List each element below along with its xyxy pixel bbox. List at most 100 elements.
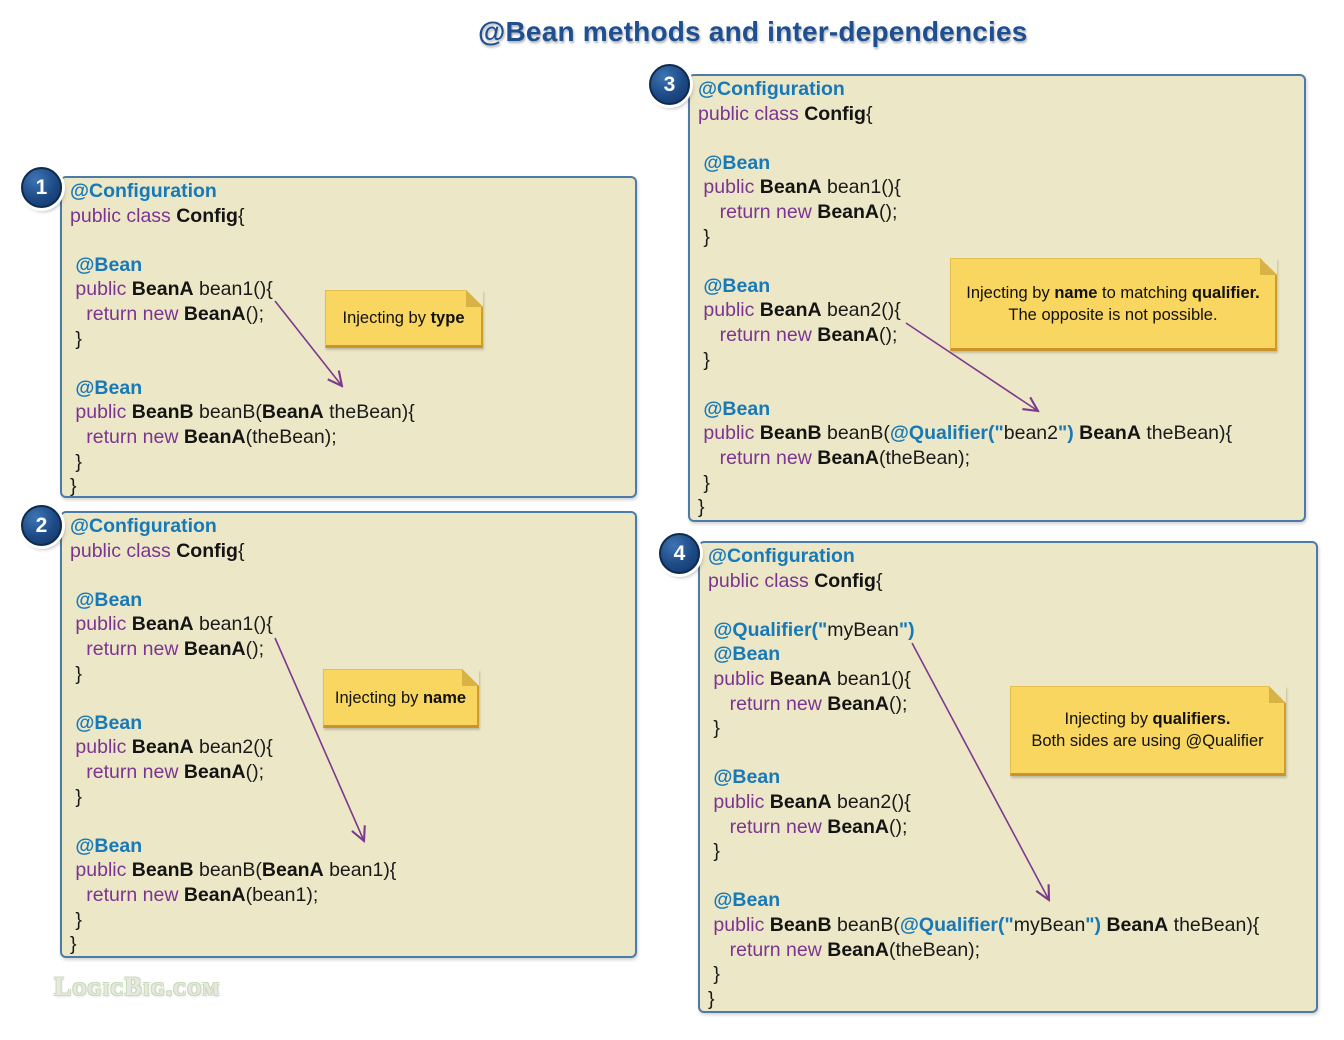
code-line: @Bean xyxy=(708,765,1308,790)
code-line: return new BeanA(); xyxy=(70,302,627,327)
token-nb: type xyxy=(430,309,465,327)
code-line: } xyxy=(70,327,627,352)
token-kw: public xyxy=(75,859,132,882)
token-pl: } xyxy=(70,785,82,808)
token-ann: @Configuration xyxy=(70,515,217,537)
token-nb: qualifier. xyxy=(1191,283,1260,302)
code-line: public BeanB beanB(@Qualifier("bean2") B… xyxy=(698,421,1296,446)
token-ann: @Bean xyxy=(75,253,143,276)
code-line: return new BeanA(bean1); xyxy=(70,883,627,908)
code-line: public class Config{ xyxy=(70,204,627,229)
token-ann: @Qualifier(" xyxy=(889,422,1004,445)
token-b: BeanA xyxy=(261,859,324,882)
code-line: public BeanA bean1(){ xyxy=(70,612,627,637)
code-line: @Bean xyxy=(70,834,627,859)
code-line: return new BeanA(); xyxy=(698,323,1296,348)
code-line: } xyxy=(698,225,1296,250)
token-pl: (); xyxy=(245,302,265,325)
token-b: BeanB xyxy=(769,913,832,936)
token-kw: return new xyxy=(719,323,818,346)
code-line: @Bean xyxy=(70,253,627,278)
token-b: BeanA xyxy=(817,323,880,346)
token-pl: beanB( xyxy=(193,401,262,424)
token-pl: theBean){ xyxy=(1140,422,1233,445)
token-pl: } xyxy=(698,496,705,519)
token-pl: myBean xyxy=(1013,913,1086,936)
token-b: BeanA xyxy=(1106,913,1169,936)
code-line: public BeanA bean2(){ xyxy=(708,790,1308,815)
code-line: @Bean xyxy=(698,397,1296,422)
code-line: @Configuration xyxy=(698,77,1296,102)
code-line: } xyxy=(70,932,627,957)
token-b: BeanA xyxy=(183,302,246,325)
code-line: return new BeanA(); xyxy=(70,637,627,662)
token-pl xyxy=(70,426,86,448)
token-ann: @Bean xyxy=(713,766,781,789)
token-ann: @Bean xyxy=(703,151,771,174)
code-line: } xyxy=(698,471,1296,496)
token-kw: public class xyxy=(698,102,805,125)
code-line: public BeanA bean1(){ xyxy=(698,175,1296,200)
token-pl: } xyxy=(708,987,715,1010)
code-line: } xyxy=(70,908,627,933)
token-kw: public xyxy=(75,613,132,636)
code-line xyxy=(70,228,627,253)
panel-number-badge-2: 2 xyxy=(21,505,62,546)
token-pl: { xyxy=(237,539,245,562)
token-nb: qualifiers. xyxy=(1152,710,1231,728)
token-ann: ") xyxy=(1057,422,1074,445)
token-b: BeanA xyxy=(183,883,246,906)
token-nb: name xyxy=(1054,283,1098,302)
token-b: Config xyxy=(814,569,876,592)
token-pl: bean2(){ xyxy=(831,790,911,813)
token-kw: return new xyxy=(86,637,184,660)
code-line: public BeanA bean2(){ xyxy=(698,298,1296,323)
code-line: } xyxy=(708,839,1308,864)
sticky-note-name-to-qualifier: Injecting by name to matching qualifier.… xyxy=(950,258,1277,351)
token-b: BeanA xyxy=(769,667,832,690)
token-b: BeanA xyxy=(131,278,194,301)
sticky-note-text: Injecting by name to matching qualifier.… xyxy=(951,282,1275,326)
code-line: } xyxy=(70,450,627,475)
token-pl: } xyxy=(70,327,82,350)
token-kw: public xyxy=(713,667,770,690)
code-line: public BeanA bean1(){ xyxy=(70,277,627,302)
token-kw: return new xyxy=(729,815,828,838)
note-line: Both sides are using @Qualifier xyxy=(1011,730,1284,752)
token-pl: (); xyxy=(245,760,265,783)
code-line: return new BeanA(); xyxy=(70,760,627,785)
token-kw: return new xyxy=(719,200,818,223)
code-line: public BeanB beanB(BeanA theBean){ xyxy=(70,400,627,425)
token-pl xyxy=(698,324,720,346)
token-ann: @Bean xyxy=(703,274,771,297)
code-line xyxy=(698,126,1296,151)
code-line xyxy=(70,809,627,834)
token-pl: { xyxy=(237,204,245,227)
token-kw: public xyxy=(703,422,760,445)
token-kw: public xyxy=(75,736,132,759)
token-kw: return new xyxy=(729,938,828,961)
sticky-note-text: Injecting by qualifiers.Both sides are u… xyxy=(1011,708,1284,752)
code-line: public class Config{ xyxy=(70,539,627,564)
token-pl: } xyxy=(708,717,720,740)
code-line: } xyxy=(708,716,1308,741)
token-ann: @Configuration xyxy=(698,78,845,100)
token-b: BeanA xyxy=(827,692,890,715)
token-pl xyxy=(70,638,86,660)
token-n: Injecting by xyxy=(334,688,423,707)
code-line: return new BeanA(); xyxy=(708,815,1308,840)
token-b: BeanA xyxy=(759,176,822,199)
token-pl: bean1){ xyxy=(323,859,397,882)
token-b: Config xyxy=(176,204,238,227)
token-kw: return new xyxy=(719,446,818,469)
logicbig-watermark: LogicBig.com xyxy=(54,972,221,1001)
token-ann: @Bean xyxy=(713,889,781,912)
code-line: @Bean xyxy=(708,888,1308,913)
token-ann: ") xyxy=(898,618,915,641)
